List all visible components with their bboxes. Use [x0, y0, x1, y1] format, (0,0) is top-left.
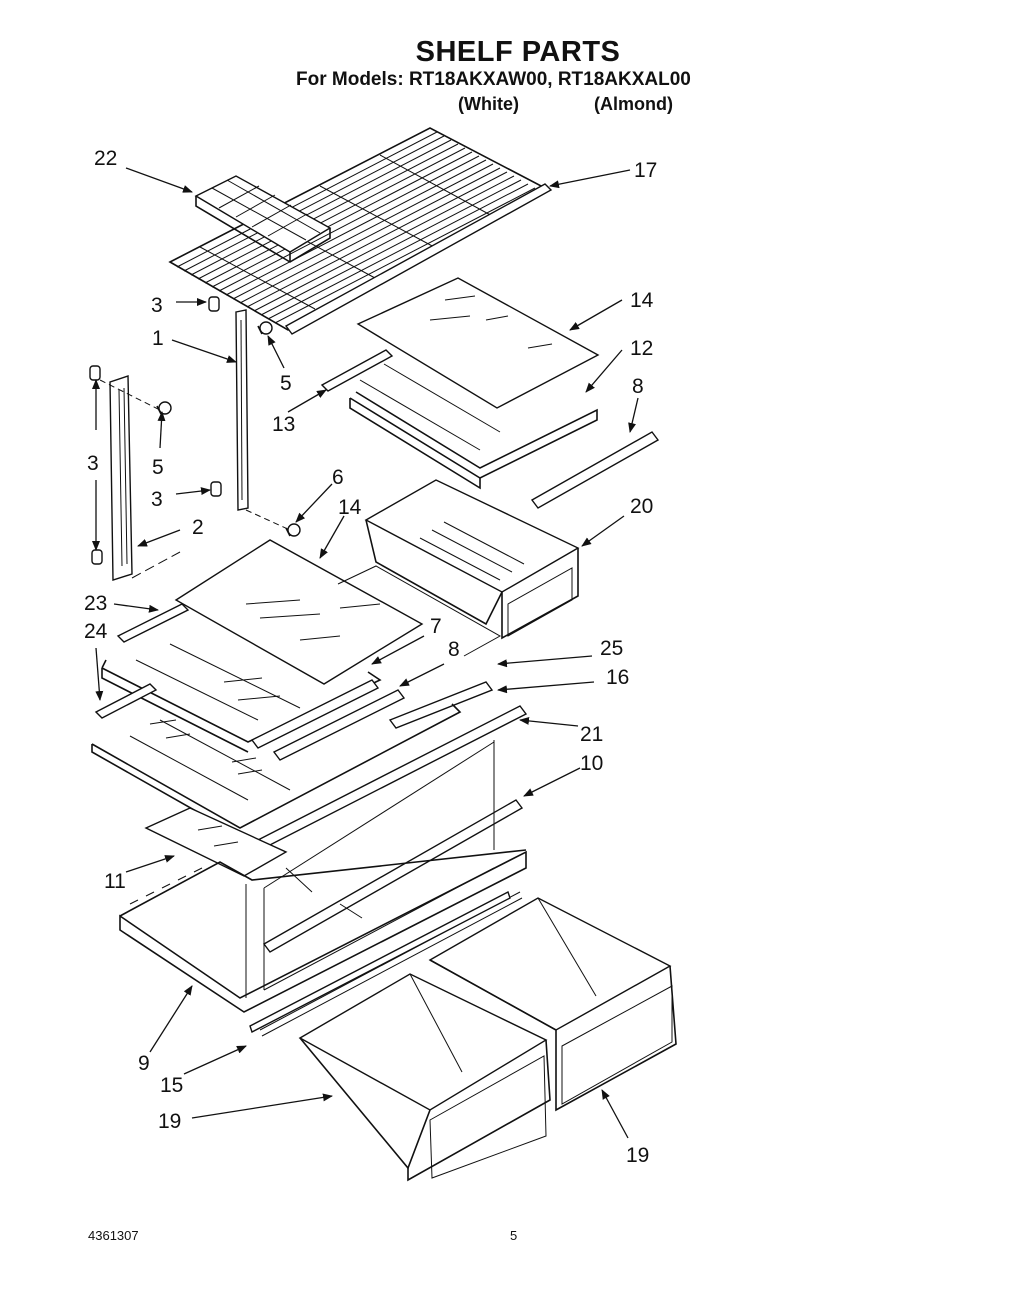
callout-17: 17 — [634, 159, 657, 182]
callout-1: 1 — [152, 327, 164, 350]
part-2-rail — [109, 375, 133, 581]
part-3-clips — [89, 296, 222, 565]
part-9-cover-frame — [119, 740, 527, 1037]
part-8-upper-trim — [530, 431, 660, 509]
callout-13: 13 — [272, 413, 295, 436]
part-19-right-drawer — [428, 897, 677, 1112]
callout-12: 12 — [630, 337, 653, 360]
callout-24: 24 — [84, 620, 108, 643]
part-17-wire-shelf — [168, 127, 553, 335]
callout-15: 15 — [160, 1074, 183, 1097]
leader-lines — [92, 167, 639, 1139]
variant-almond: (Almond) — [594, 94, 673, 114]
part-5-6-screws — [156, 321, 301, 537]
callout-8-lower: 8 — [448, 638, 460, 661]
doc-number: 4361307 — [88, 1228, 139, 1243]
part-25-sheet — [337, 565, 502, 657]
callout-14-upper: 14 — [630, 289, 654, 312]
part-14-lower-glass — [174, 539, 424, 685]
part-10-trim — [262, 799, 524, 953]
part-1-rail — [235, 309, 249, 511]
callout-7: 7 — [430, 615, 442, 638]
callout-14-lower: 14 — [338, 496, 362, 519]
part-24-lower-shelf — [94, 603, 382, 753]
callout-21: 21 — [580, 723, 603, 746]
callout-8-upper: 8 — [632, 375, 644, 398]
part-15-strip — [249, 891, 511, 1033]
callout-labels: 22 17 3 1 5 14 12 13 8 3 5 3 6 14 20 2 2… — [84, 147, 657, 1167]
callout-5-upper: 5 — [280, 372, 292, 395]
callout-9: 9 — [138, 1052, 150, 1075]
part-22-ice-tray — [194, 175, 332, 263]
callout-10: 10 — [580, 752, 603, 775]
callout-2: 2 — [192, 516, 204, 539]
callout-3-top: 3 — [151, 294, 163, 317]
callout-3-left: 3 — [87, 452, 99, 475]
models-subtitle: For Models: RT18AKXAW00, RT18AKXAL00 — [296, 69, 691, 90]
callout-6: 6 — [332, 466, 344, 489]
page-number: 5 — [510, 1228, 518, 1243]
callout-20: 20 — [630, 495, 653, 518]
callout-23: 23 — [84, 592, 107, 615]
page-title: SHELF PARTS — [415, 36, 621, 68]
callout-5-lower: 5 — [152, 456, 164, 479]
part-14-upper-glass — [356, 277, 600, 409]
callout-3-mid: 3 — [151, 488, 163, 511]
callout-16: 16 — [606, 666, 629, 689]
part-12-shelf-frame — [320, 349, 598, 490]
part-11-sheet — [144, 807, 288, 877]
part-8-16-21-trims — [256, 681, 528, 849]
callout-19-left: 19 — [158, 1110, 181, 1133]
part-20-pan — [364, 479, 580, 640]
callout-11: 11 — [104, 870, 126, 893]
variant-white: (White) — [458, 94, 519, 114]
callout-22: 22 — [94, 147, 117, 170]
callout-25: 25 — [600, 637, 623, 660]
callout-19-right: 19 — [626, 1144, 649, 1167]
part-19-left-drawer — [298, 973, 551, 1182]
